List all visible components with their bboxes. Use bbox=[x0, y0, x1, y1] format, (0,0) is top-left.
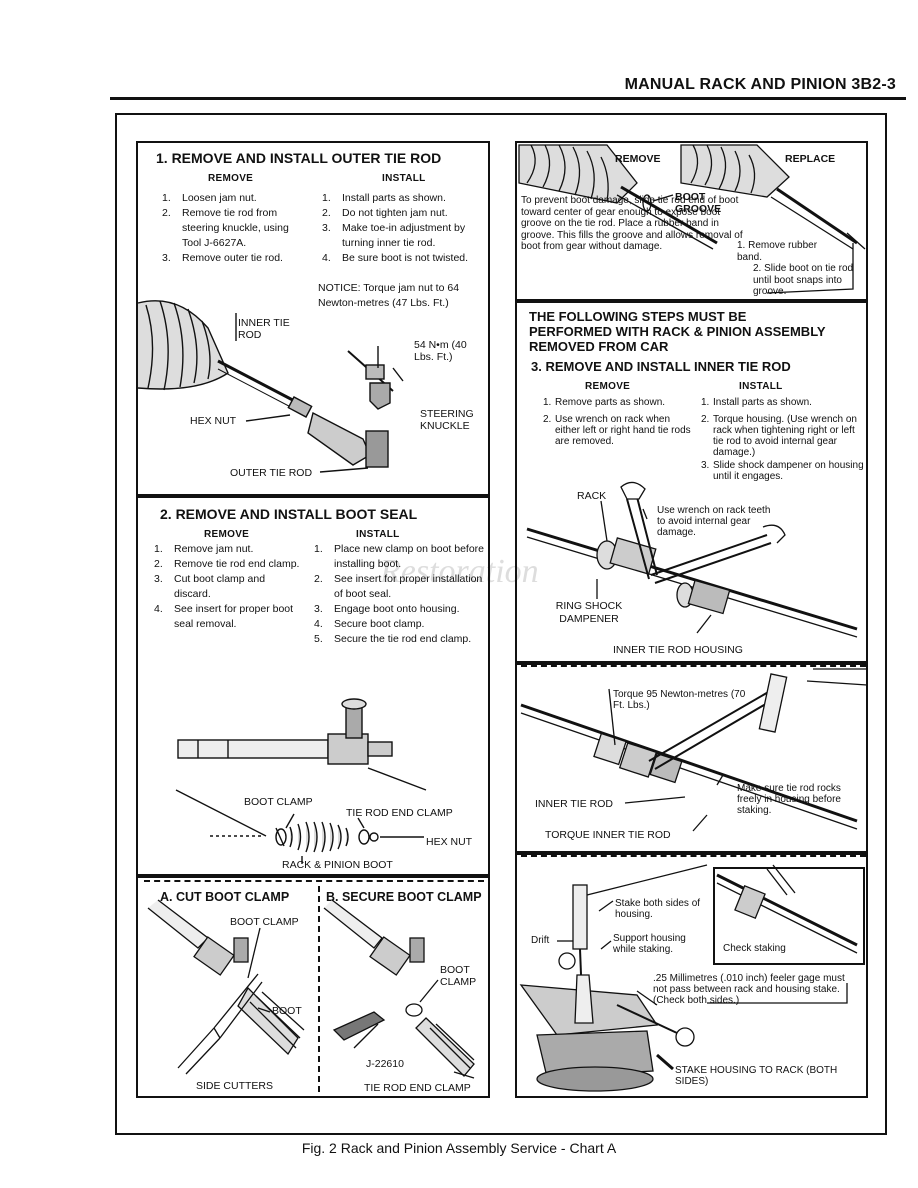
torque-54-label: 54 N•m (40 Lbs. Ft.) bbox=[414, 339, 467, 363]
s1-remove-list: 1.Loosen jam nut. 2.Remove tie rod from … bbox=[162, 191, 310, 266]
wrench-note: Use wrench on rack teeth to avoid intern… bbox=[657, 505, 771, 538]
tool-j22610-label: J-22610 bbox=[366, 1058, 404, 1070]
boot-remove-label: REMOVE bbox=[615, 153, 661, 165]
list-item: 3.Cut boot clamp and discard. bbox=[154, 573, 266, 600]
panel-inner-tie-rod: THE FOLLOWING STEPS MUST BE PERFORMED WI… bbox=[515, 301, 868, 663]
insert-divider bbox=[318, 886, 320, 1092]
inner-tie-rod-label: INNER TIE ROD bbox=[238, 317, 290, 341]
s1-install-heading: INSTALL bbox=[382, 173, 426, 184]
inner-tie-rod-illustration bbox=[526, 481, 858, 638]
check-staking-inset bbox=[713, 867, 865, 965]
s2-install-heading: INSTALL bbox=[356, 529, 400, 540]
rack-pinion-boot-label: RACK & PINION BOOT bbox=[282, 859, 393, 871]
insert-top-dash bbox=[144, 880, 484, 882]
s2-remove-heading: REMOVE bbox=[204, 529, 250, 540]
s3-warning: THE FOLLOWING STEPS MUST BE PERFORMED WI… bbox=[529, 309, 826, 354]
s1-notice: NOTICE: Torque jam nut to 64 Newton-metr… bbox=[318, 282, 460, 309]
section-3-title: 3. REMOVE AND INSTALL INNER TIE ROD bbox=[531, 359, 791, 374]
panel-stake: Stake both sides of housing. Drift Suppo… bbox=[515, 853, 868, 1098]
torque-inner-tie-rod-label: INNER TIE ROD bbox=[535, 798, 613, 810]
list-item: 3.Remove outer tie rod. bbox=[162, 252, 283, 264]
inserts-illustration bbox=[147, 899, 475, 1079]
section-2-title: 2. REMOVE AND INSTALL BOOT SEAL bbox=[160, 506, 418, 522]
list-item: 1.Install parts as shown. bbox=[701, 397, 812, 408]
inner-tie-rod-housing-label: INNER TIE ROD HOUSING bbox=[613, 644, 743, 656]
boot-seal-illustration bbox=[175, 698, 427, 864]
outer-tie-rod-illustration bbox=[137, 300, 404, 473]
s3-install-heading: INSTALL bbox=[739, 381, 783, 392]
panel-outer-tie-rod: 1. REMOVE AND INSTALL OUTER TIE ROD REMO… bbox=[136, 141, 490, 496]
check-staking-label: Check staking bbox=[723, 943, 786, 954]
list-item: 2.Torque housing. (Use wrench on rack wh… bbox=[701, 414, 857, 458]
s1-remove-heading: REMOVE bbox=[208, 173, 254, 184]
s2-remove-list: 1.Remove jam nut. 2.Remove tie rod end c… bbox=[154, 542, 304, 632]
torque-illustration bbox=[520, 668, 868, 832]
chart-frame bbox=[115, 113, 887, 1135]
s3-remove-list: 1.Remove parts as shown. 2.Use wrench on… bbox=[543, 397, 693, 447]
list-item: 2.See insert for proper installation of … bbox=[314, 573, 483, 600]
page-header: MANUAL RACK AND PINION 3B2-3 bbox=[624, 76, 896, 93]
feeler-gage-note: .25 Millimetres (.010 inch) feeler gage … bbox=[653, 973, 845, 1006]
panel-boot-seal: 2. REMOVE AND INSTALL BOOT SEAL REMOVE I… bbox=[136, 496, 490, 876]
list-item: 1.Install parts as shown. bbox=[322, 192, 446, 204]
insert-a-title: A. CUT BOOT CLAMP bbox=[160, 890, 290, 904]
drift-label: Drift bbox=[531, 935, 550, 946]
list-item: 1.Remove jam nut. bbox=[154, 543, 254, 555]
outer-tie-rod-label: OUTER TIE ROD bbox=[230, 467, 313, 479]
list-item: 3.Slide shock dampener on housing until … bbox=[701, 460, 864, 482]
s2-install-list: 1.Place new clamp on boot before install… bbox=[314, 542, 486, 647]
steering-knuckle-label: STEERING KNUCKLE bbox=[420, 408, 474, 432]
rocks-note: Make sure tie rod rocks freely in housin… bbox=[737, 783, 841, 816]
list-item: 4.See insert for proper boot seal remova… bbox=[154, 603, 294, 630]
panel-boot-groove: REMOVE REPLACE BOOT GROOVE To prevent bo… bbox=[515, 141, 868, 301]
boot-description: To prevent boot damage, slide tie rod en… bbox=[521, 195, 743, 252]
tie-rod-end-clamp-label: TIE ROD END CLAMP bbox=[346, 807, 453, 819]
section-1-title: 1. REMOVE AND INSTALL OUTER TIE ROD bbox=[156, 150, 442, 166]
insert-b-tie-rod-end-clamp-label: TIE ROD END CLAMP bbox=[364, 1082, 471, 1094]
list-item: 2.Remove tie rod end clamp. bbox=[154, 558, 300, 570]
watermark: Restoration bbox=[380, 553, 539, 590]
boot-clamp-label: BOOT CLAMP bbox=[244, 796, 313, 808]
stake-top-dash bbox=[521, 855, 866, 857]
torque-95-note: Torque 95 Newton-metres (70 Ft. Lbs.) bbox=[613, 689, 746, 711]
boot-groove-illustration bbox=[518, 144, 866, 294]
insert-b-title: B. SECURE BOOT CLAMP bbox=[326, 890, 482, 904]
list-item: 1.Place new clamp on boot before install… bbox=[314, 543, 485, 570]
insert-a-boot-clamp-label: BOOT CLAMP bbox=[230, 916, 299, 928]
boot-groove-label: BOOT GROOVE bbox=[675, 191, 722, 215]
list-item: 5.Secure the tie rod end clamp. bbox=[314, 633, 472, 645]
side-cutters-label: SIDE CUTTERS bbox=[196, 1080, 274, 1092]
torque-inner-tie-rod-title: TORQUE INNER TIE ROD bbox=[545, 829, 671, 841]
list-item: 2.Use wrench on rack when either left or… bbox=[543, 414, 691, 447]
insert-b-boot-clamp-label: BOOT CLAMP bbox=[440, 964, 477, 988]
boot-replace-label: REPLACE bbox=[785, 153, 836, 165]
list-item: 2.Do not tighten jam nut. bbox=[322, 207, 448, 219]
list-item: 1.Loosen jam nut. bbox=[162, 192, 257, 204]
ring-shock-dampener-label: RING SHOCK DAMPENER bbox=[555, 600, 623, 625]
list-item: 4.Be sure boot is not twisted. bbox=[322, 252, 469, 264]
list-item: 3.Make toe-in adjustment by turning inne… bbox=[322, 222, 466, 249]
stake-illustration bbox=[519, 864, 858, 1092]
support-housing-note: Support housing while staking. bbox=[613, 933, 686, 955]
stake-housing-label: STAKE HOUSING TO RACK (BOTH SIDES) bbox=[675, 1065, 838, 1087]
s1-install-list: 1.Install parts as shown. 2.Do not tight… bbox=[322, 191, 482, 266]
hex-nut-label: HEX NUT bbox=[426, 836, 473, 848]
torque-top-dash bbox=[521, 665, 866, 667]
s3-remove-heading: REMOVE bbox=[585, 381, 631, 392]
boot-step-2: 2. Slide boot on tie rod until boot snap… bbox=[753, 263, 854, 297]
list-item: 2.Remove tie rod from steering knuckle, … bbox=[162, 207, 289, 249]
header-rule bbox=[110, 97, 906, 100]
list-item: 3.Engage boot onto housing. bbox=[314, 603, 460, 615]
figure-caption: Fig. 2 Rack and Pinion Assembly Service … bbox=[301, 1140, 617, 1156]
panel-inserts: A. CUT BOOT CLAMP BOOT CLAMP BOOT SIDE C… bbox=[136, 876, 490, 1098]
hex-nut-label: HEX NUT bbox=[190, 415, 237, 427]
s3-install-list: 1.Install parts as shown. 2.Torque housi… bbox=[701, 397, 865, 482]
list-item: 1.Remove parts as shown. bbox=[543, 397, 666, 408]
boot-step-1: 1. Remove rubber band. bbox=[737, 240, 818, 263]
rack-label: RACK bbox=[577, 490, 607, 502]
stake-both-sides-note: Stake both sides of housing. bbox=[615, 898, 701, 920]
panel-torque: Torque 95 Newton-metres (70 Ft. Lbs.) IN… bbox=[515, 663, 868, 853]
list-item: 4.Secure boot clamp. bbox=[314, 618, 425, 630]
